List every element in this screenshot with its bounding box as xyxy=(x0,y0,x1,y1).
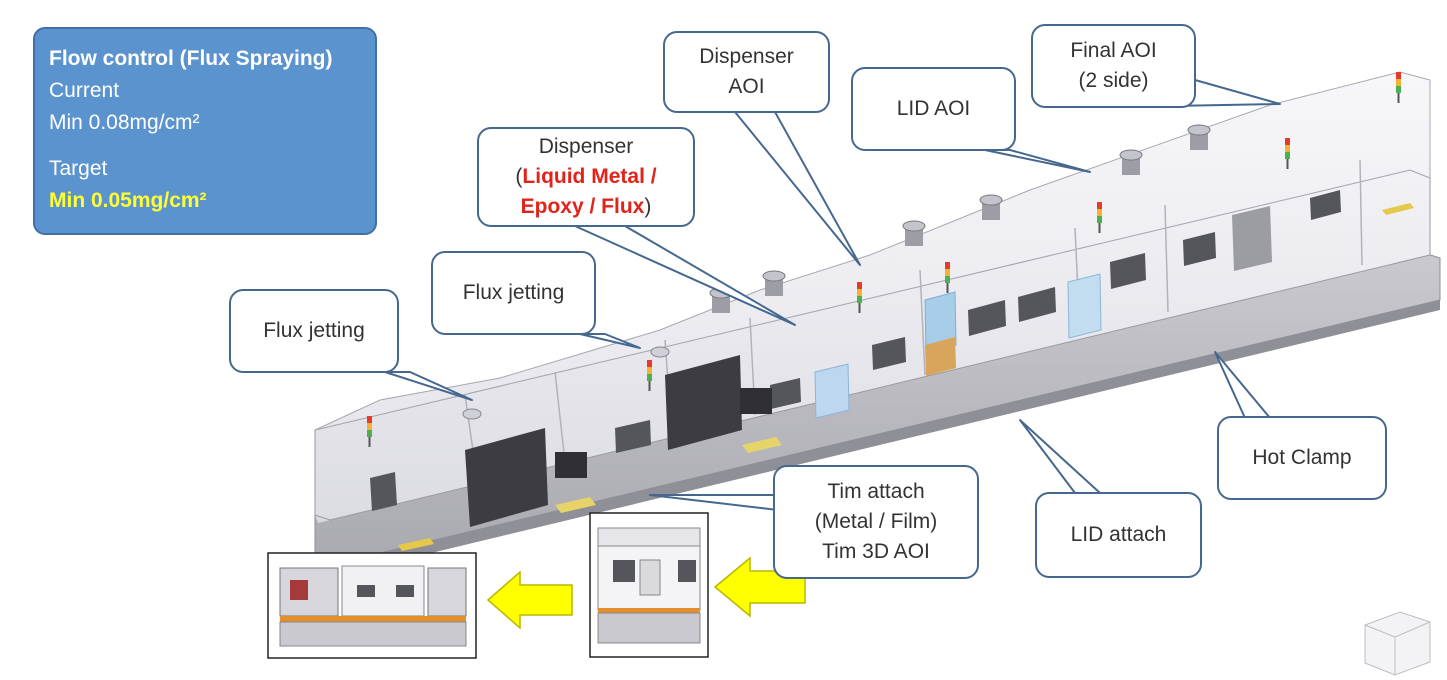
materials-line-1: Liquid Metal / xyxy=(522,165,657,188)
callout-label-line3: Tim 3D AOI xyxy=(822,540,930,563)
callout-dispenser: Dispenser (Liquid Metal / Epoxy / Flux) xyxy=(477,127,695,227)
callout-label: LID AOI xyxy=(896,97,971,120)
callout-flux-jetting-2: Flux jetting xyxy=(431,251,596,335)
callout-label: Tim attach xyxy=(827,480,925,503)
callout-flux-jetting-1: Flux jetting xyxy=(229,289,399,373)
arrow-left-icon xyxy=(486,570,573,630)
callout-label: Flux jetting xyxy=(263,319,365,342)
callout-label-line2: (2 side) xyxy=(1078,69,1149,92)
callout-label: Dispenser xyxy=(538,135,634,158)
logo-cube-icon xyxy=(1364,611,1431,676)
callout-dispenser-aoi: Dispenser AOI xyxy=(663,31,830,113)
callout-label: LID attach xyxy=(1070,523,1167,546)
current-label: Current xyxy=(49,79,120,102)
callout-label: Flux jetting xyxy=(462,281,565,304)
inset-machine-left xyxy=(267,552,477,659)
close-paren: ) xyxy=(644,195,652,218)
target-value: Min 0.05mg/cm² xyxy=(49,189,207,212)
canisters xyxy=(462,124,1211,420)
callout-label: Dispenser xyxy=(699,45,794,68)
callout-label-line2: AOI xyxy=(728,75,765,98)
callout-label: Final AOI xyxy=(1070,39,1157,62)
flux-flow-control-box: Flow control (Flux Spraying) Current Min… xyxy=(33,27,377,235)
callout-label: Hot Clamp xyxy=(1252,446,1352,469)
callout-label-line2: (Metal / Film) xyxy=(814,510,938,533)
signal-towers xyxy=(367,72,1401,447)
inset-machine-right xyxy=(589,512,709,658)
target-label: Target xyxy=(49,157,108,180)
info-box-spacer xyxy=(49,139,361,153)
info-box-title: Flow control (Flux Spraying) xyxy=(49,47,333,70)
materials-line-2: Epoxy / Flux xyxy=(520,195,645,218)
callout-hot-clamp: Hot Clamp xyxy=(1217,416,1387,500)
machine-cabinets xyxy=(314,71,1431,551)
callout-lid-attach: LID attach xyxy=(1035,492,1202,578)
callout-final-aoi: Final AOI (2 side) xyxy=(1031,24,1196,108)
callout-tim-attach: Tim attach (Metal / Film) Tim 3D AOI xyxy=(773,465,979,579)
callout-lid-aoi: LID AOI xyxy=(851,67,1016,151)
current-value: Min 0.08mg/cm² xyxy=(49,111,200,134)
open-paren: ( xyxy=(515,165,523,188)
callout-pointers xyxy=(384,77,1281,511)
